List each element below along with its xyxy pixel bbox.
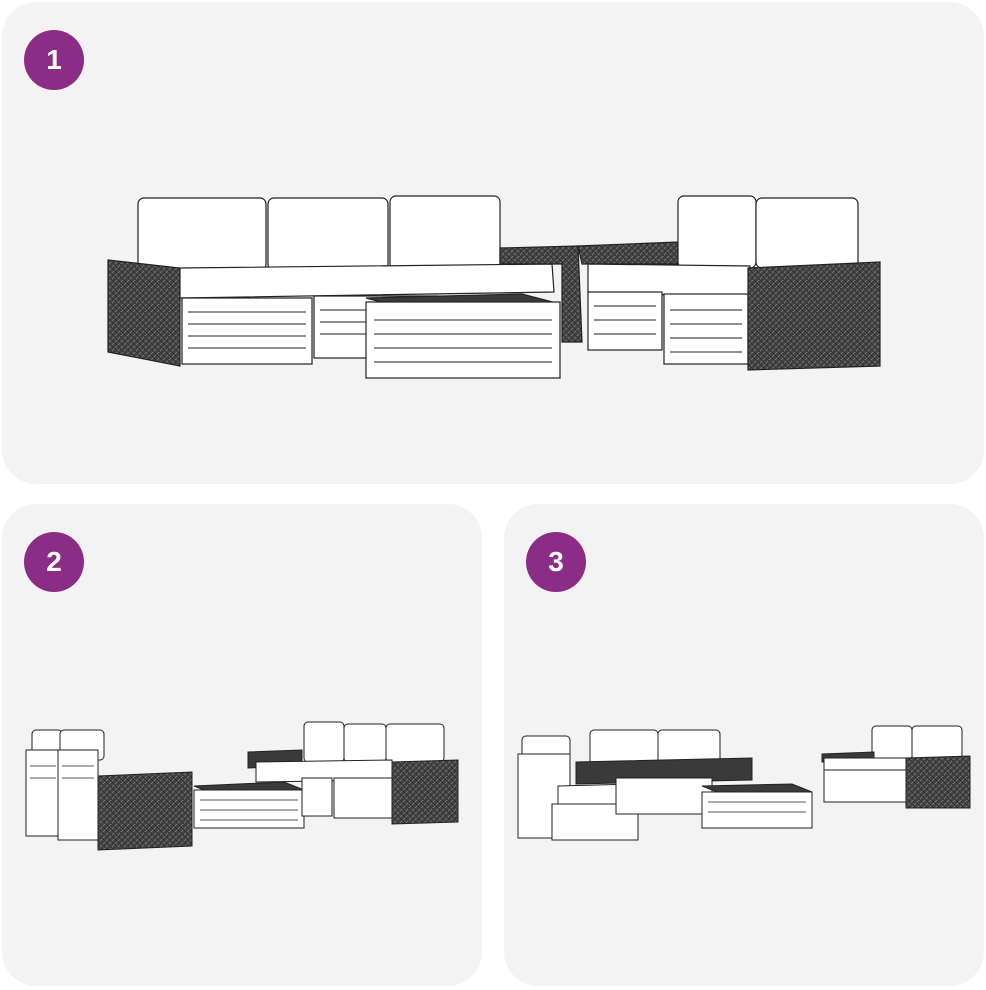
step-1-badge: 1	[24, 30, 84, 90]
furniture-arrangement-3-illustration	[517, 725, 971, 841]
step-3-panel: 3	[504, 504, 984, 986]
furniture-arrangement-1-illustration	[107, 195, 881, 379]
step-2-panel: 2	[2, 504, 482, 986]
step-1-panel: 1	[2, 2, 984, 484]
step-2-badge: 2	[24, 532, 84, 592]
step-3-badge: 3	[526, 532, 586, 592]
furniture-arrangement-2-illustration	[25, 721, 459, 851]
